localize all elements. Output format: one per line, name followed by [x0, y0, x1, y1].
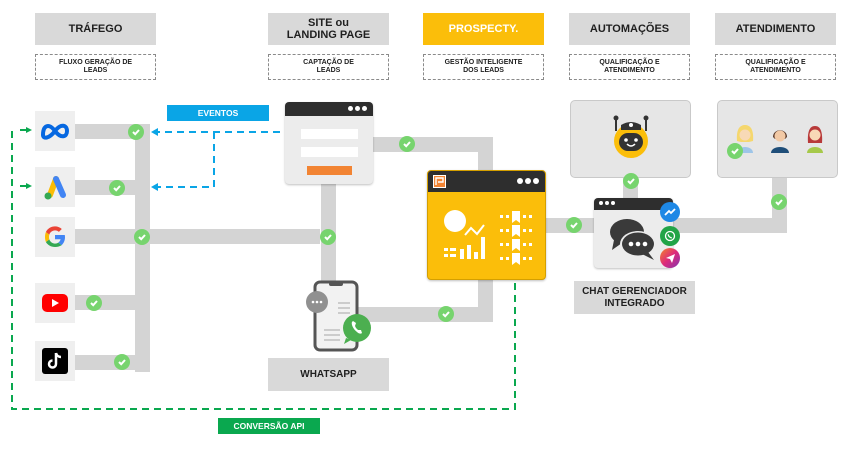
column-subtitle-site: CAPTAÇÃO DE LEADS — [268, 54, 389, 80]
column-header-atendimento: ATENDIMENTO — [715, 13, 836, 45]
connector-site-prospecty-down — [478, 137, 493, 177]
eventos-dashed-line — [156, 131, 280, 188]
window-title-bar — [285, 102, 373, 116]
traffic-source-google-ads[interactable] — [35, 167, 75, 207]
conversao-api-dashed-line — [11, 128, 516, 410]
chat-caption: CHAT GERENCIADOR INTEGRADO — [574, 281, 695, 314]
attendant-redhead-icon — [807, 126, 823, 153]
column-subtitle: GESTÃO INTELIGENTE DOS LEADS — [444, 58, 523, 74]
traffic-source-tiktok[interactable] — [35, 341, 75, 381]
window-dots-icon — [599, 201, 615, 205]
traffic-source-youtube[interactable] — [35, 283, 75, 323]
column-header-site: SITE ou LANDING PAGE — [268, 13, 389, 45]
connector-tiktok — [75, 355, 150, 370]
column-subtitle-automacoes: QUALIFICAÇÃO E ATENDIMENTO — [569, 54, 690, 80]
check-icon — [771, 194, 787, 210]
column-subtitle: QUALIFICAÇÃO E ATENDIMENTO — [745, 58, 806, 74]
whatsapp-phone-illustration — [300, 280, 372, 352]
column-header-automacoes: AUTOMAÇÕES — [569, 13, 690, 45]
check-icon — [86, 295, 102, 311]
column-subtitle: QUALIFICAÇÃO E ATENDIMENTO — [599, 58, 660, 74]
check-icon — [438, 306, 454, 322]
landing-page-window — [285, 102, 373, 184]
check-icon — [128, 124, 144, 140]
window-title-bar — [594, 198, 673, 210]
attendants-panel — [717, 100, 838, 178]
check-icon — [623, 173, 639, 189]
chat-label: CHAT GERENCIADOR INTEGRADO — [582, 285, 687, 309]
connector-whatsapp-prospecty — [350, 307, 493, 322]
check-icon — [109, 180, 125, 196]
dashboard-analytics-icon — [444, 210, 532, 265]
column-subtitle-trafego: FLUXO GERAÇÃO DE LEADS — [35, 54, 156, 80]
column-subtitle-prospecty: GESTÃO INTELIGENTE DOS LEADS — [423, 54, 544, 80]
window-title-bar — [428, 171, 545, 192]
attendant-headset-icon — [771, 130, 789, 153]
youtube-icon — [42, 294, 68, 312]
chat-bubbles-icon — [610, 219, 656, 260]
check-icon — [320, 229, 336, 245]
check-icon — [727, 143, 743, 159]
conversao-api-label: CONVERSÃO API — [233, 421, 305, 431]
integrated-chat-window — [594, 198, 673, 268]
column-title: AUTOMAÇÕES — [589, 22, 670, 35]
whatsapp-caption: WHATSAPP — [268, 358, 389, 391]
conversao-api-tag: CONVERSÃO API — [218, 418, 320, 434]
connector-whatsapp-prospecty-up — [478, 278, 493, 322]
traffic-source-google[interactable] — [35, 217, 75, 257]
tiktok-icon — [42, 348, 68, 374]
check-icon — [399, 136, 415, 152]
column-subtitle: CAPTAÇÃO DE LEADS — [303, 58, 354, 74]
whatsapp-label: WHATSAPP — [300, 368, 357, 380]
google-ads-icon — [44, 176, 66, 200]
column-header-prospecty: PROSPECTY. — [423, 13, 544, 45]
phone-icon — [306, 280, 371, 352]
arrow-head-meta — [151, 128, 158, 136]
column-title: TRÁFEGO — [68, 22, 123, 35]
check-icon — [134, 229, 150, 245]
column-subtitle: FLUXO GERAÇÃO DE LEADS — [58, 58, 133, 74]
form-field-1 — [301, 129, 358, 139]
column-subtitle-atendimento: QUALIFICAÇÃO E ATENDIMENTO — [715, 54, 836, 80]
robot-icon — [613, 115, 649, 158]
prospecty-dashboard-window — [427, 170, 546, 280]
check-icon — [114, 354, 130, 370]
messenger-icon — [660, 202, 680, 222]
eventos-label: EVENTOS — [197, 108, 239, 118]
arrow-head-google-ads — [151, 183, 158, 191]
form-field-2 — [301, 147, 358, 157]
automation-bot-panel — [570, 100, 691, 178]
connector-chat-atendimento — [672, 218, 787, 233]
google-icon — [45, 226, 65, 247]
prospecty-logo-icon — [433, 175, 446, 188]
form-submit-button — [307, 166, 352, 175]
conversao-api-arrows — [20, 127, 32, 189]
window-dots-icon — [517, 178, 539, 184]
meta-icon — [41, 123, 69, 140]
column-title: ATENDIMENTO — [735, 22, 816, 35]
telegram-icon — [660, 248, 680, 268]
column-title: SITE ou LANDING PAGE — [286, 16, 371, 41]
check-icon — [566, 217, 582, 233]
window-dots-icon — [348, 106, 367, 111]
column-title: PROSPECTY. — [448, 22, 519, 35]
whatsapp-icon — [660, 226, 680, 246]
eventos-tag: EVENTOS — [167, 105, 269, 121]
column-header-trafego: TRÁFEGO — [35, 13, 156, 45]
traffic-source-meta[interactable] — [35, 111, 75, 151]
